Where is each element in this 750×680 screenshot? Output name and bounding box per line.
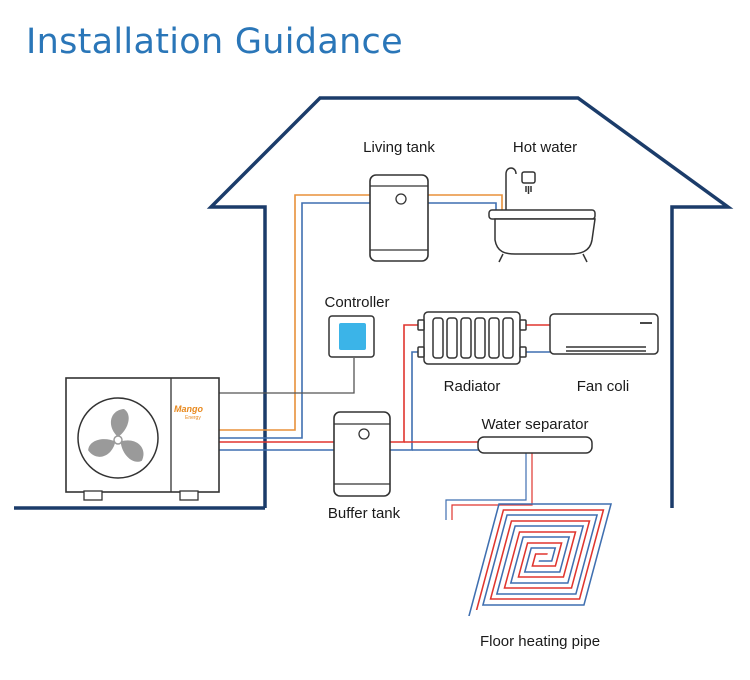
fan-coil-label: Fan coli [577,378,630,395]
buffer-to-radiator-supply [390,324,424,443]
living-tank [369,174,429,262]
controller-wire [218,358,355,394]
house-outline [206,96,734,508]
floor-coil-return [468,503,613,616]
bathtub-icon [488,167,596,263]
water-separator-label: Water separator [482,416,589,433]
water-separator [477,436,593,454]
page-title: Installation Guidance [26,22,403,62]
brand-logo-sub: Energy [185,415,201,421]
dhw-pipes [218,194,503,439]
controller-label: Controller [324,294,389,311]
floor-coil-supply [475,509,605,610]
hot-water-label: Hot water [513,139,577,156]
heat-pump-unit: Mango Energy [65,377,220,501]
dhw-supply-pipe [218,194,375,431]
floor-heating-label: Floor heating pipe [480,633,600,650]
buffer-to-radiator-return [390,351,424,451]
fan-icon [88,409,144,462]
hot-water-supply-pipe [428,194,503,210]
buffer-tank [333,411,391,497]
radiator-label: Radiator [444,378,501,395]
living-tank-label: Living tank [363,139,435,156]
radiator [417,311,527,365]
dhw-return-pipe [218,202,375,439]
fan-coil [549,313,659,355]
buffer-tank-label: Buffer tank [328,505,401,522]
controller [328,315,375,358]
floor-feed-pipes [445,453,533,520]
hot-water-return-pipe [428,202,497,210]
floor-heating-coil [468,503,613,616]
controller-screen [339,323,366,350]
brand-logo: Mango [174,404,203,414]
